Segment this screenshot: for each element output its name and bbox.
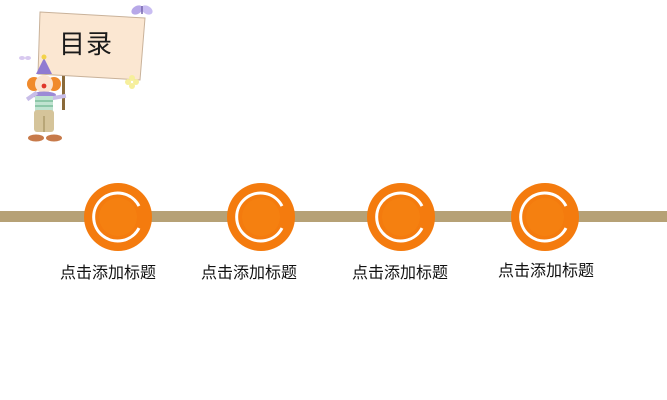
orange-circle-icon bbox=[511, 183, 579, 251]
orange-circle-icon bbox=[84, 183, 152, 251]
timeline-node-label: 点击添加标题 bbox=[200, 263, 297, 282]
timeline-node-3[interactable] bbox=[366, 182, 436, 252]
timeline-node-label: 点击添加标题 bbox=[497, 261, 594, 280]
timeline-node-2[interactable] bbox=[226, 182, 296, 252]
clown-holding-sign-icon bbox=[19, 5, 153, 142]
orange-circle-icon bbox=[367, 183, 435, 251]
timeline-bar bbox=[0, 211, 667, 222]
timeline-node-4[interactable] bbox=[510, 182, 580, 252]
orange-circle-icon bbox=[227, 183, 295, 251]
page-title: 目录 bbox=[59, 30, 114, 60]
timeline-node-label: 点击添加标题 bbox=[59, 263, 156, 282]
timeline-node-label: 点击添加标题 bbox=[351, 263, 448, 282]
timeline-node-1[interactable] bbox=[83, 182, 153, 252]
